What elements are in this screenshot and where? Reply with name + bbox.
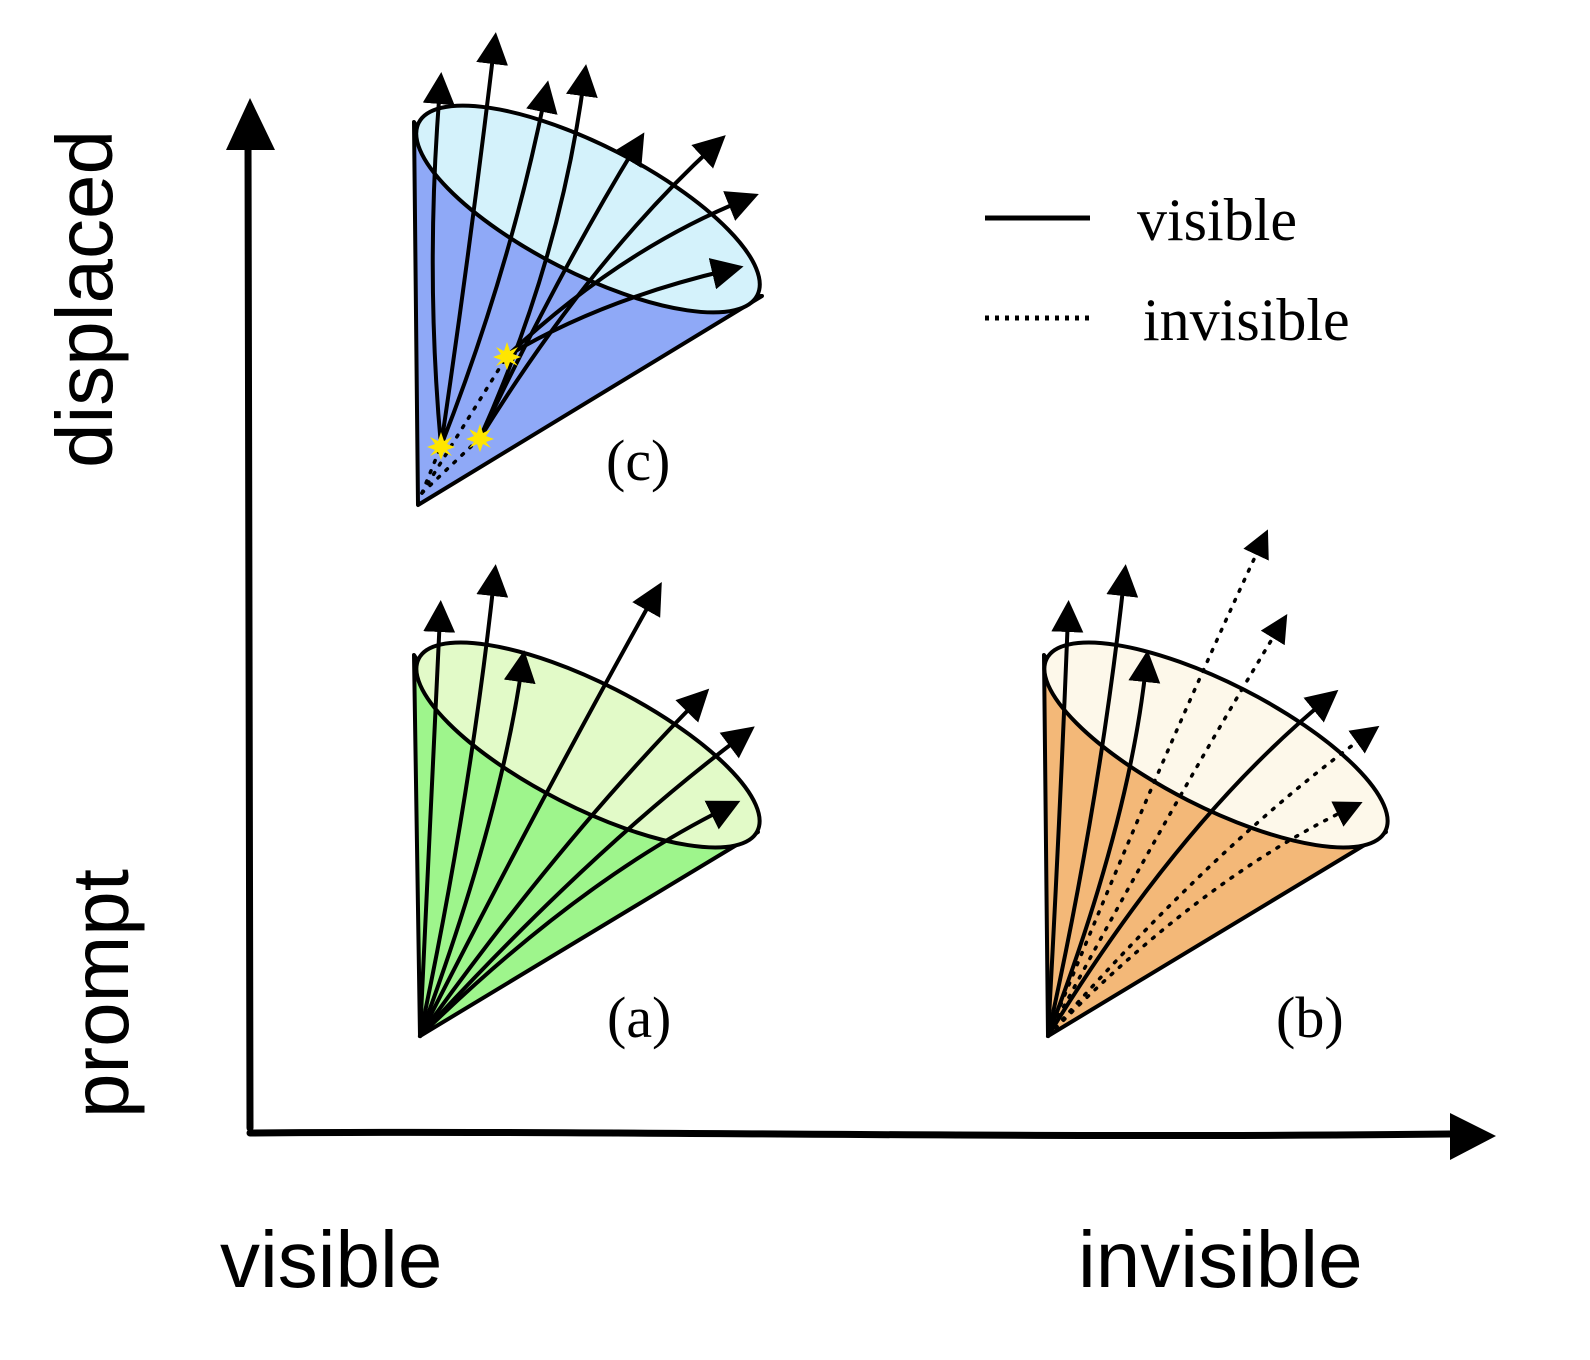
cone-b — [1042, 529, 1390, 1038]
cone-a-track — [418, 582, 662, 1038]
panel-a-label: (a) — [607, 985, 671, 1050]
cone-a-track — [418, 800, 741, 1038]
cone-c — [412, 32, 764, 507]
x-axis-line — [246, 1128, 1454, 1140]
cone-a-track — [418, 600, 456, 1038]
panel-c-label: (c) — [606, 428, 670, 493]
cone-a-track — [418, 564, 509, 1038]
cone-c-track — [505, 258, 744, 358]
cone-c-track — [439, 32, 509, 448]
y-axis-bottom-label: prompt — [56, 869, 145, 1118]
cone-b-track — [1046, 564, 1139, 1038]
cone-c-track — [505, 191, 759, 358]
cone-c-track — [422, 72, 455, 448]
cone-a-top — [414, 640, 762, 850]
cone-b-dotted-track — [1046, 614, 1288, 1038]
legend-solid-label: visible — [1137, 187, 1297, 253]
vertex-marker-icon — [427, 342, 521, 460]
cone-c-track — [478, 64, 598, 440]
cone-b-top — [1042, 640, 1390, 850]
cone-c-track — [478, 135, 726, 440]
cone-b-dotted-track — [1046, 725, 1380, 1038]
legend: visible invisible — [985, 187, 1350, 353]
cone-a — [412, 564, 762, 1038]
cone-c-dotted-track — [420, 354, 509, 495]
cone-a-track — [418, 726, 755, 1038]
cone-a-track — [418, 650, 536, 1038]
x-axis-left-label: visible — [220, 1215, 442, 1304]
cone-b-dotted-track — [1046, 801, 1363, 1038]
axes — [226, 98, 1496, 1160]
cone-a-track — [418, 688, 710, 1038]
cone-b-track — [1046, 600, 1084, 1038]
y-axis-line — [244, 136, 254, 1132]
cone-b-track — [1046, 650, 1161, 1038]
vertex-star-icon — [466, 424, 494, 452]
y-axis-arrow-icon — [226, 98, 275, 150]
legend-dotted-label: invisible — [1143, 287, 1350, 353]
cone-c-dotted-track — [420, 444, 443, 495]
x-axis-right-label: invisible — [1078, 1215, 1363, 1304]
panel-b-label: (b) — [1276, 985, 1344, 1050]
cone-c-track — [478, 132, 645, 440]
cone-b-track — [1046, 689, 1339, 1038]
cone-c-track — [439, 80, 558, 448]
vertex-star-icon — [427, 432, 455, 460]
x-axis-arrow-icon — [1450, 1113, 1496, 1160]
vertex-star-icon — [493, 342, 521, 370]
y-axis-top-label: displaced — [40, 130, 129, 468]
